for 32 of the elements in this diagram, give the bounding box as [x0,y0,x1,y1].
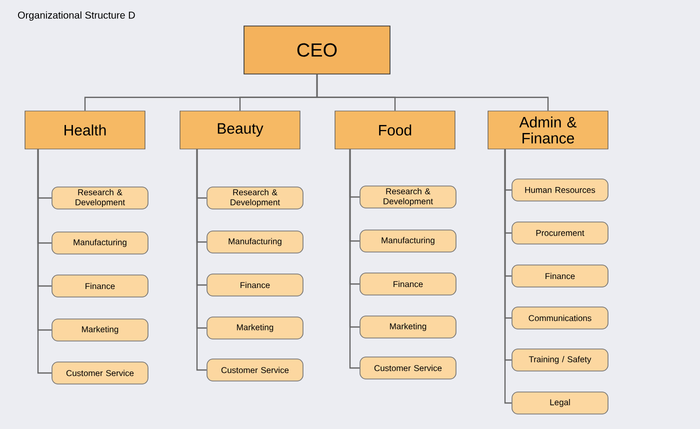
title: Organizational Structure D [18,11,135,21]
division-box: Admin & Finance [488,110,608,150]
department-box: Marketing [52,318,148,342]
division-box: Health [24,110,146,150]
division-box: Beauty [180,110,300,150]
department-box: Manufacturing [206,230,304,254]
department-box: Finance [512,264,608,288]
department-box: Research & Development [360,186,456,208]
connector-line [316,74,549,111]
department-box: Human Resources [512,178,608,202]
department-box: Marketing [360,316,456,338]
department-box: Manufacturing [360,230,456,252]
department-box: Legal [512,392,608,414]
connector-line [196,149,207,371]
department-box: Finance [206,274,304,296]
department-box: Training / Safety [512,348,608,372]
department-box: Finance [52,274,148,298]
ceo-box: CEO [244,26,390,74]
department-box: Research & Development [52,186,148,210]
division-box: Food [334,110,456,150]
department-box: Communications [512,306,608,330]
department-box: Marketing [206,316,304,340]
department-box: Research & Development [206,186,304,210]
connector-line [37,149,52,374]
connector-line [349,149,360,369]
department-box: Manufacturing [52,232,148,254]
connector-line [504,149,512,404]
department-box: Customer Service [52,362,148,384]
department-box: Customer Service [206,358,304,382]
department-box: Finance [360,272,456,296]
department-box: Customer Service [360,356,456,380]
department-box: Procurement [512,222,608,244]
